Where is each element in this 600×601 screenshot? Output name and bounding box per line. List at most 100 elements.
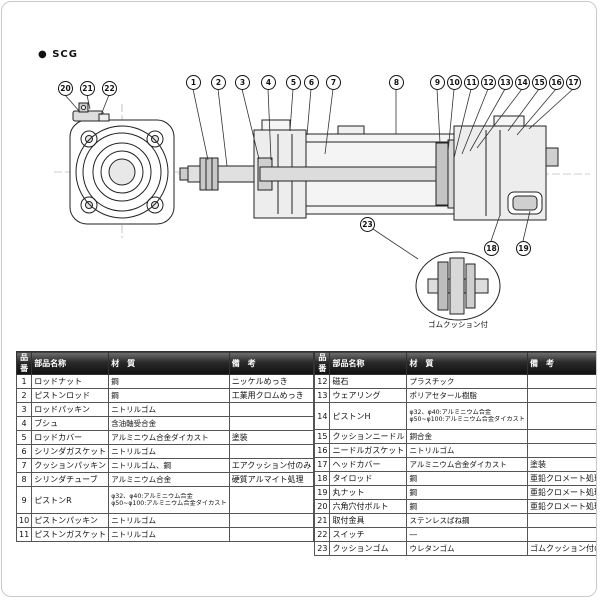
part-name-cell: ピストンパッキン [31, 513, 110, 528]
callout-18: 18 [484, 241, 499, 256]
note-cell: 亜鉛クロメート処理 [526, 485, 596, 500]
callout-9: 9 [430, 75, 445, 90]
part-number-cell: 4 [15, 416, 33, 431]
note-cell [526, 429, 596, 444]
part-number-cell: 6 [15, 444, 33, 459]
note-cell [228, 513, 315, 528]
part-name-cell: クッションパッキン [31, 458, 110, 473]
callout-7: 7 [326, 75, 341, 90]
table-row: 10 ピストンパッキン ニトリルゴム [15, 513, 315, 528]
note-cell [526, 527, 596, 542]
part-name-cell: スイッチ [329, 527, 408, 542]
col-header-no: 品番 [15, 351, 33, 375]
col-header-note: 備 考 [526, 351, 596, 375]
material-cell: 鋼 [108, 388, 230, 403]
cylinder-line-art [54, 88, 590, 321]
material-cell: φ32、φ40:アルミニウム合金 φ50~φ100:アルミニウム合金ダイカスト [406, 402, 528, 430]
callout-1: 1 [186, 75, 201, 90]
callout-3: 3 [235, 75, 250, 90]
part-number-cell: 2 [15, 388, 33, 403]
note-cell [526, 402, 596, 430]
table-row: 15 クッションニードル 銅合金 [314, 429, 596, 444]
part-name-cell: シリンダチューブ [31, 472, 110, 487]
part-name-cell: ピストンR [31, 486, 110, 514]
table-row: 3 ロッドパッキン ニトリルゴム [15, 402, 315, 417]
material-line-1: 鋼 [409, 502, 417, 511]
material-line-1: ― [409, 530, 417, 539]
part-number-cell: 8 [15, 472, 33, 487]
material-line-1: アルミニウム合金ダイカスト [111, 433, 209, 442]
material-cell: アルミニウム合金ダイカスト [108, 430, 230, 445]
note-cell [526, 513, 596, 528]
part-name-cell: ブシュ [31, 416, 110, 431]
callout-17: 17 [566, 75, 581, 90]
part-number-cell: 10 [15, 513, 33, 528]
part-name-cell: タイロッド [329, 471, 408, 486]
detail-caption: ゴムクッション付 [428, 320, 488, 329]
material-cell: ニトリルゴム [108, 527, 230, 542]
leader-lines [64, 88, 574, 260]
material-cell: ステンレスばね鋼 [406, 513, 528, 528]
table-row: 12 磁石 プラスチック [314, 374, 596, 389]
material-cell: ニトリルゴム [108, 444, 230, 459]
material-cell: アルミニウム合金ダイカスト [406, 457, 528, 472]
part-number-cell: 11 [15, 527, 33, 542]
parts-table-left: 品番 部品名称 材 質 備 考 1 ロッドナット 鋼 ニッ [15, 351, 315, 542]
note-cell: エアクッション付のみ [228, 458, 315, 473]
note-cell [526, 443, 596, 458]
callout-15: 15 [532, 75, 547, 90]
part-number-cell: 12 [314, 374, 331, 389]
table-row: 22 スイッチ ― [314, 527, 596, 542]
part-name-cell: 取付金具 [329, 513, 408, 528]
callout-19: 19 [516, 241, 531, 256]
material-line-1: 鋼 [409, 488, 417, 497]
part-name-cell: ヘッドカバー [329, 457, 408, 472]
material-line-1: ウレタンゴム [409, 544, 455, 553]
material-line-1: φ32、φ40:アルミニウム合金 [111, 492, 193, 500]
material-line-1: 鋼 [111, 391, 119, 400]
material-line-1: 鋼 [409, 474, 417, 483]
material-line-1: ニトリルゴム [111, 516, 157, 525]
parts-table-right: 品番 部品名称 材 質 備 考 12 磁石 プラスチック [314, 351, 596, 556]
col-header-name: 部品名称 [31, 351, 110, 375]
part-name-cell: 磁石 [329, 374, 408, 389]
front-view [69, 102, 175, 225]
col-header-note: 備 考 [228, 351, 315, 375]
table-row: 19 丸ナット 鋼 亜鉛クロメート処理 [314, 485, 596, 500]
material-line-1: ポリアセタール樹脂 [409, 391, 477, 400]
part-number-cell: 17 [314, 457, 331, 472]
part-name-cell: 丸ナット [329, 485, 408, 500]
part-name-cell: ウェアリング [329, 388, 408, 403]
material-line-1: ニトリルゴム [111, 447, 157, 456]
part-number-cell: 19 [314, 485, 331, 500]
part-number-cell: 16 [314, 443, 331, 458]
part-name-cell: クッションニードル [329, 429, 408, 444]
callout-5: 5 [286, 75, 301, 90]
table-row: 20 六角穴付ボルト 鋼 亜鉛クロメート処理 [314, 499, 596, 514]
material-line-1: ステンレスばね鋼 [409, 516, 470, 525]
callout-23: 23 [360, 217, 375, 232]
col-header-no: 品番 [314, 351, 331, 375]
material-line-1: 含油軸受合金 [111, 419, 157, 428]
part-name-cell: ピストンH [329, 402, 408, 430]
part-name-cell: ロッドパッキン [31, 402, 110, 417]
part-number-cell: 7 [15, 458, 33, 473]
callout-20: 20 [58, 81, 73, 96]
callout-16: 16 [549, 75, 564, 90]
part-number-cell: 23 [314, 541, 331, 556]
table-row: 23 クッションゴム ウレタンゴム ゴムクッション付のみ [314, 541, 596, 556]
callout-14: 14 [515, 75, 530, 90]
assembly-drawing: 1 2 3 4 5 6 7 8 9 10 11 12 13 14 15 16 1… [2, 2, 596, 347]
table-row: 4 ブシュ 含油軸受合金 [15, 416, 315, 431]
side-section-view [179, 115, 559, 221]
part-number-cell: 20 [314, 499, 331, 514]
note-cell [228, 444, 315, 459]
col-header-material: 材 質 [406, 351, 528, 375]
material-line-2: φ50~φ100:アルミニウム合金ダイカスト [409, 416, 525, 423]
callout-2: 2 [211, 75, 226, 90]
note-cell [526, 388, 596, 403]
part-name-cell: ニードルガスケット [329, 443, 408, 458]
table-row: 1 ロッドナット 鋼 ニッケルめっき [15, 374, 315, 389]
material-cell: アルミニウム合金 [108, 472, 230, 487]
col-header-material: 材 質 [108, 351, 230, 375]
